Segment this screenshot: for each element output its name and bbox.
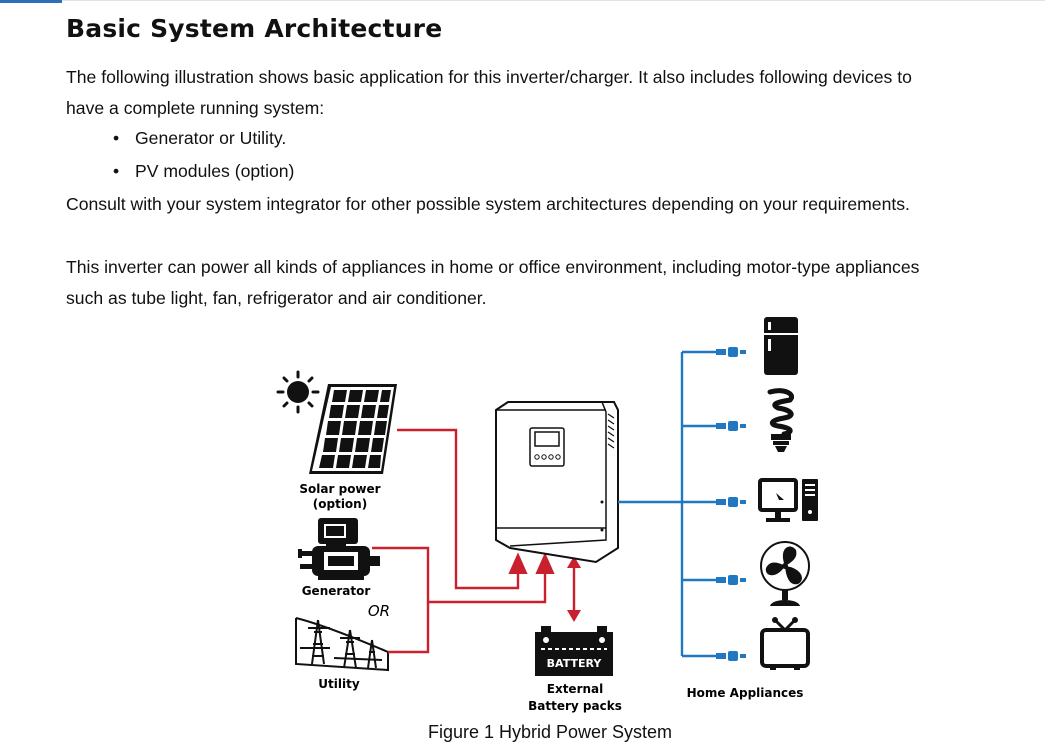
plug-icon <box>716 575 746 585</box>
bullet-item: • Generator or Utility. <box>113 128 286 149</box>
television-icon <box>760 617 810 670</box>
solar-input-line <box>397 428 528 590</box>
plug-connectors <box>716 347 746 661</box>
inverter-icon <box>495 401 619 564</box>
intro-line-2: have a complete running system: <box>66 98 325 118</box>
plug-icon <box>716 347 746 357</box>
power-line-1: This inverter can power all kinds of app… <box>66 257 920 277</box>
battery-label: External <box>547 682 603 696</box>
bullet-dot: • <box>113 128 120 148</box>
home-appliances-label: Home Appliances <box>687 686 804 700</box>
consult-paragraph: Consult with your system integrator for … <box>66 194 910 214</box>
intro-line-1: The following illustration shows basic a… <box>66 67 912 87</box>
plug-icon <box>716 497 746 507</box>
ac-input-lines <box>372 428 576 654</box>
grid-input-line <box>428 552 555 604</box>
refrigerator-icon <box>764 317 798 375</box>
solar-panel-icon <box>309 384 397 474</box>
section-heading: Basic System Architecture <box>66 14 443 43</box>
plug-icon <box>716 651 746 661</box>
battery-text: BATTERY <box>547 657 603 670</box>
bullet-text: Generator or Utility. <box>135 128 287 148</box>
generator-utility-line <box>372 546 430 654</box>
top-divider <box>0 0 1045 1</box>
solar-label: Solar power <box>299 482 380 496</box>
generator-label: Generator <box>302 584 371 598</box>
power-line-2: such as tube light, fan, refrigerator an… <box>66 288 487 308</box>
bullet-dot: • <box>113 161 120 181</box>
generator-icon <box>298 518 380 580</box>
utility-grid-icon <box>295 617 389 672</box>
bullet-text: PV modules (option) <box>135 161 295 181</box>
battery-packs-label: Battery packs <box>528 699 622 713</box>
battery-icon <box>535 626 613 676</box>
bullet-item: • PV modules (option) <box>113 161 294 182</box>
plug-icon <box>716 421 746 431</box>
sun-icon <box>276 370 320 414</box>
utility-label: Utility <box>318 677 360 691</box>
computer-icon <box>758 478 818 522</box>
solar-option-label: (option) <box>313 497 367 511</box>
fan-icon <box>760 541 810 606</box>
battery-down-arrow <box>567 610 581 622</box>
figure-caption: Figure 1 Hybrid Power System <box>427 722 673 742</box>
ac-output-lines <box>618 350 716 658</box>
battery-up-arrow <box>567 556 581 568</box>
or-label: OR <box>368 602 390 620</box>
top-accent-bar <box>0 0 62 3</box>
cfl-bulb-icon <box>767 388 794 452</box>
